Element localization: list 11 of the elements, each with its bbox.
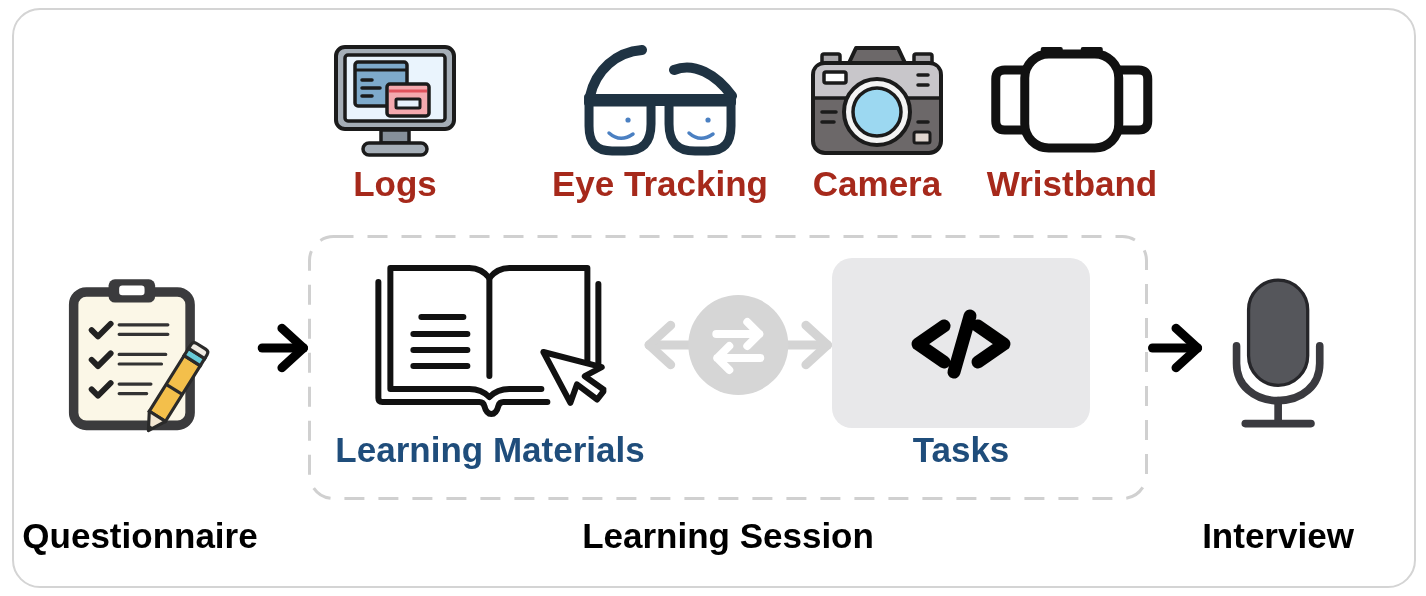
step-label: Learning Session: [582, 516, 874, 556]
icon-caption: Camera: [812, 164, 942, 204]
arrow: [1148, 323, 1203, 373]
step-label: Questionnaire: [22, 516, 258, 556]
step-label: Interview: [1202, 516, 1354, 556]
node-label: Tasks: [912, 430, 1010, 470]
icon-caption: Logs: [353, 164, 437, 204]
icon-caption: Wristband: [986, 164, 1158, 204]
icon-caption: Eye Tracking: [552, 164, 768, 204]
node-label: Learning Materials: [335, 430, 645, 470]
arrow: [257, 323, 308, 373]
